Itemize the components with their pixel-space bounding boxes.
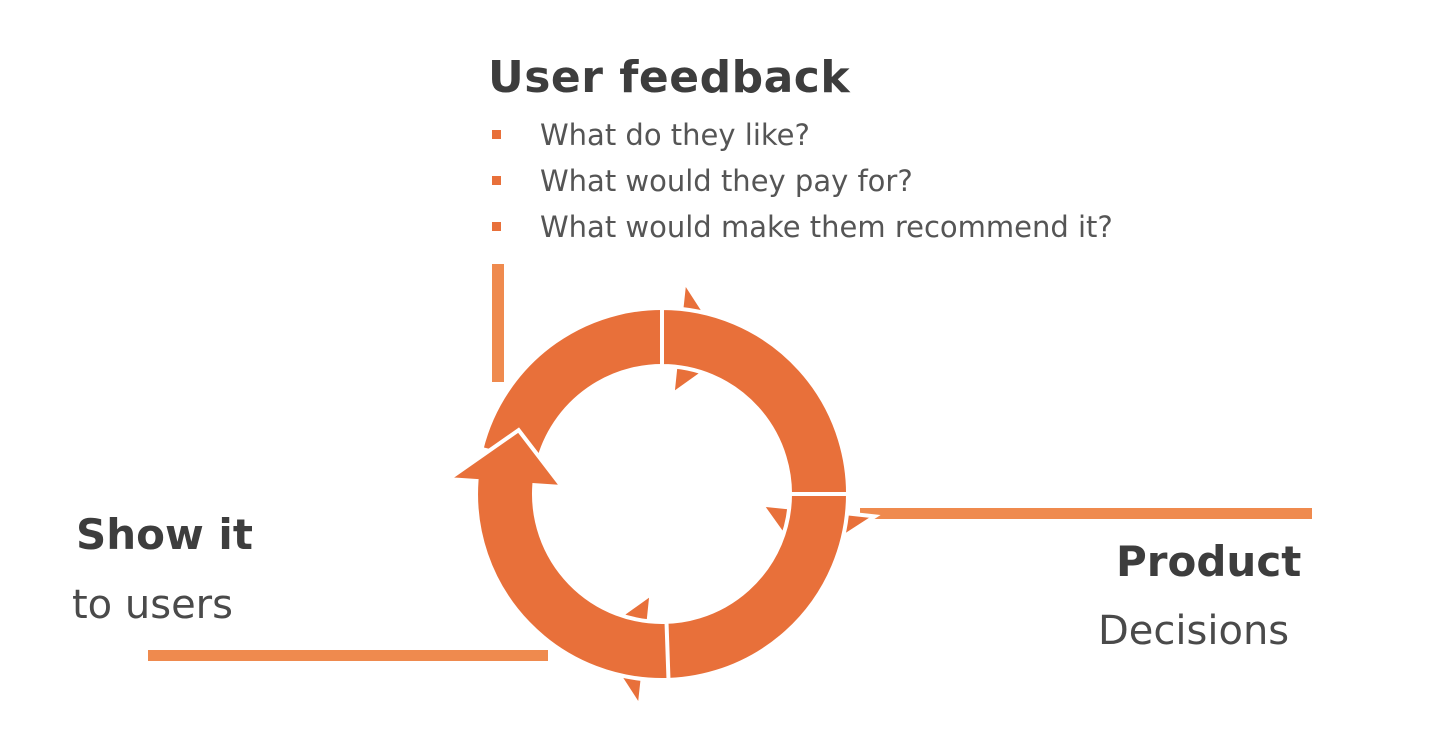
bullet-square-icon (492, 130, 501, 139)
left-connector-line (148, 650, 548, 661)
top-connector-line (492, 264, 504, 382)
feedback-question-item: What would make them recommend it? (490, 204, 1113, 250)
cycle-arrow-south-to-west (442, 427, 671, 682)
feedback-question-text: What do they like? (540, 118, 810, 152)
user-feedback-title: User feedback (488, 52, 851, 103)
feedback-question-text: What would make them recommend it? (540, 210, 1113, 244)
bullet-square-icon (492, 222, 501, 231)
feedback-question-item: What do they like? (490, 112, 1113, 158)
show-it-subtitle: to users (72, 582, 233, 628)
feedback-question-text: What would they pay for? (540, 164, 913, 198)
show-it-title: Show it (76, 510, 253, 559)
product-subtitle: Decisions (1098, 608, 1290, 654)
feedback-question-item: What would they pay for? (490, 158, 1113, 204)
product-title: Product (1116, 537, 1302, 586)
bullet-square-icon (492, 176, 501, 185)
right-connector-line (860, 508, 1312, 519)
feedback-question-list: What do they like? What would they pay f… (490, 112, 1113, 250)
cycle-ring (442, 275, 881, 713)
